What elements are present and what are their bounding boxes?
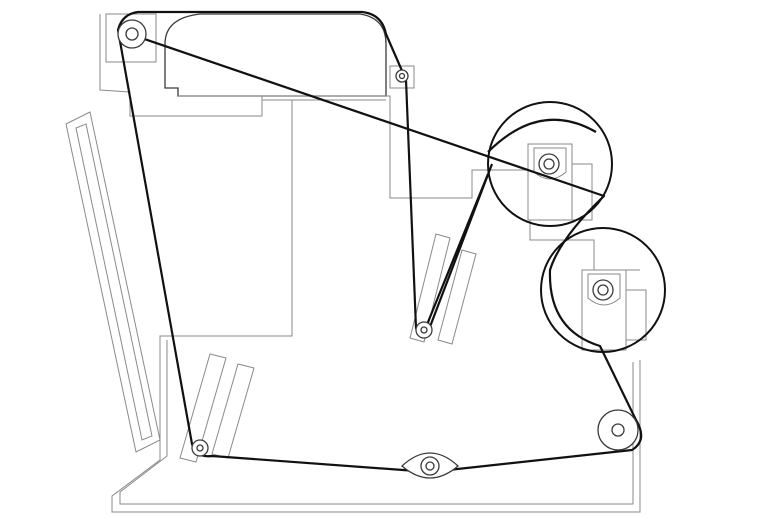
upper-right-roller xyxy=(538,153,560,175)
lower-right-roller-bracket xyxy=(581,269,647,351)
middle-tensioner-slot xyxy=(409,233,477,345)
left-tilted-panel-inner xyxy=(75,123,153,441)
bottom-center-roller xyxy=(401,452,459,479)
top-left-roller xyxy=(117,19,147,49)
top-hood xyxy=(164,13,387,97)
bottom-right-roller xyxy=(597,409,639,451)
small-idler-bracket xyxy=(389,65,415,89)
bottom-left-tensioner-slot xyxy=(179,353,255,463)
frame-outline xyxy=(65,13,641,513)
main-body-outline xyxy=(99,14,641,513)
right-housing-outline xyxy=(386,95,640,271)
middle-tensioner-roller xyxy=(415,321,433,339)
belt-wrap-segment xyxy=(422,173,490,333)
small-idler-roller xyxy=(395,69,409,83)
lower-right-roller xyxy=(592,279,614,301)
upper-right-roller-ring xyxy=(487,101,613,227)
bottom-left-tensioner-roller xyxy=(191,439,209,457)
left-tilted-panel xyxy=(65,111,161,453)
main-body-inner-line xyxy=(119,340,634,505)
